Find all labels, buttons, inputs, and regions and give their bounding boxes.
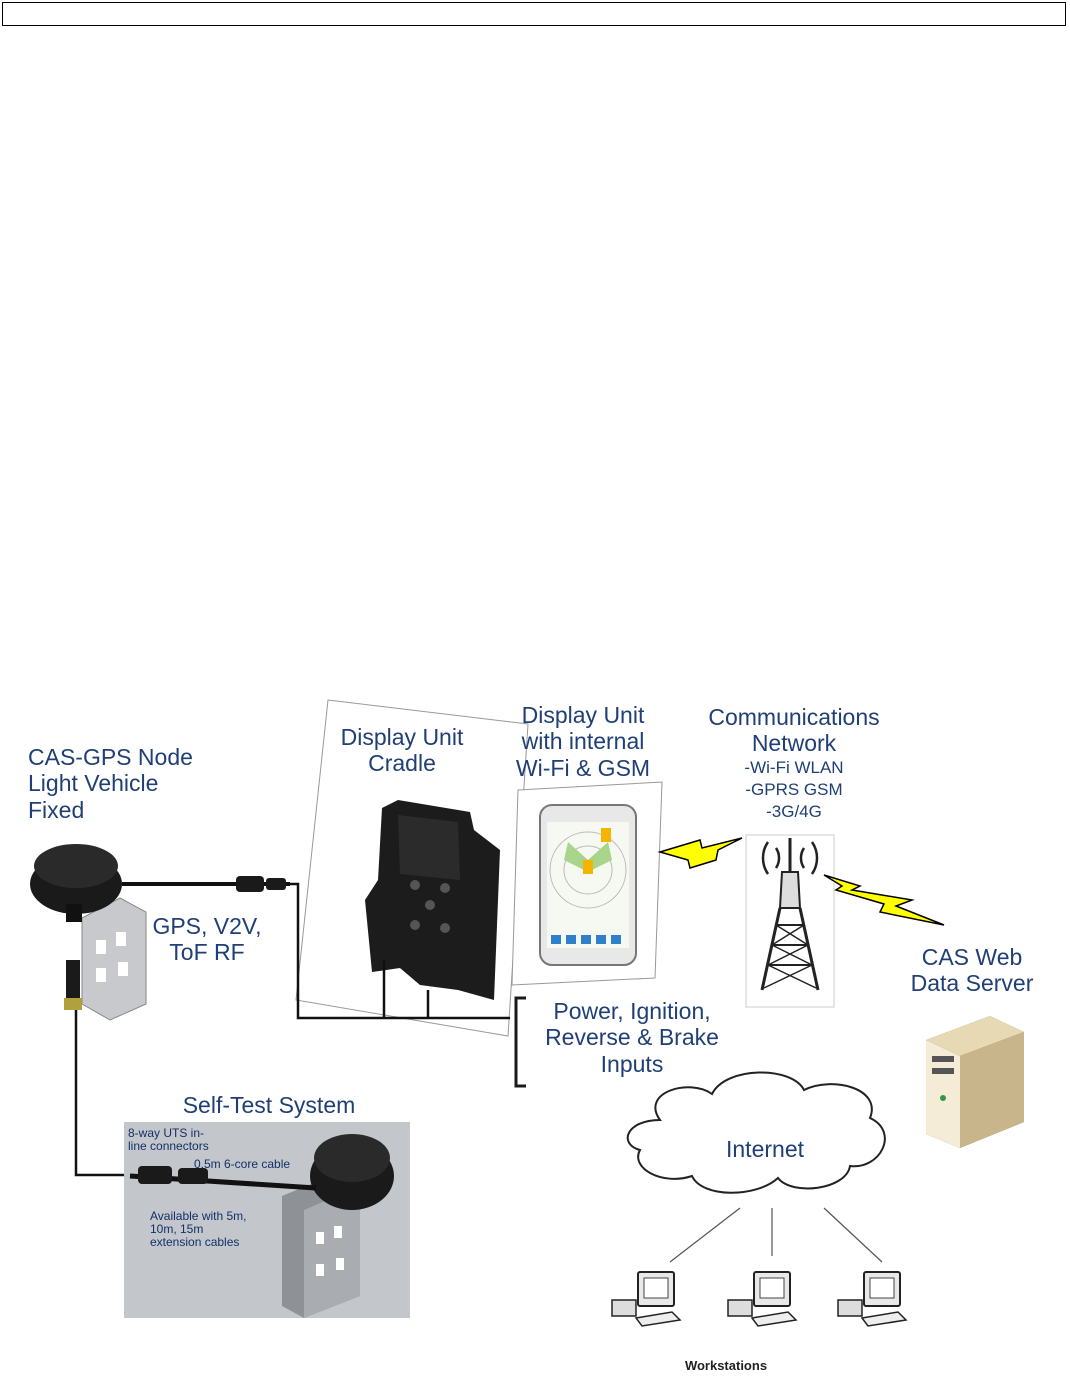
page-header-box xyxy=(2,2,1066,26)
display-unit-label: Display Unit with internal Wi-Fi & GSM xyxy=(504,702,662,781)
node-cable xyxy=(122,876,290,892)
node-signals-label: GPS, V2V, ToF RF xyxy=(146,913,268,966)
display-unit-line2: with internal xyxy=(521,728,645,755)
network-label: Communications Network -Wi-Fi WLAN -GPRS… xyxy=(690,704,898,823)
inputs-line1: Power, Ignition, xyxy=(553,998,711,1024)
cradle-label: Display Unit Cradle xyxy=(328,724,476,777)
connectors-note: 8-way UTS in- line connectors xyxy=(128,1126,209,1154)
node-title-line1: CAS-GPS Node xyxy=(28,744,193,770)
cas-gps-node-icon xyxy=(30,844,147,1021)
inputs-label: Power, Ignition, Reverse & Brake Inputs xyxy=(528,998,736,1077)
self-test-panel xyxy=(124,1122,410,1318)
internet-label: Internet xyxy=(726,1136,804,1162)
server-label-line2: Data Server xyxy=(910,970,1034,997)
smartphone-icon xyxy=(539,804,637,966)
node-title-line2: Light Vehicle xyxy=(28,770,159,797)
extension-note-line1: Available with 5m, xyxy=(150,1209,247,1223)
inputs-line3: Inputs xyxy=(600,1050,664,1077)
network-item-gprs: -GPRS GSM xyxy=(745,779,843,799)
cable-note: 0.5m 6-core cable xyxy=(194,1157,291,1171)
display-unit-line1: Display Unit xyxy=(521,702,645,728)
network-line2: Network xyxy=(751,730,837,757)
node-label: CAS-GPS Node Light Vehicle Fixed xyxy=(28,744,193,823)
node-title-line3: Fixed xyxy=(28,796,85,823)
display-unit-line3: Wi-Fi & GSM xyxy=(515,754,651,781)
inputs-bracket xyxy=(514,996,526,1088)
wiring-harness xyxy=(74,882,510,1177)
lightning-bolt-icon xyxy=(823,874,945,926)
cradle-device-icon xyxy=(365,800,500,1000)
extension-note-line2: 10m, 15m xyxy=(150,1222,204,1237)
connectors-note-line1: 8-way UTS in- xyxy=(128,1126,205,1140)
workstations-label: Workstations xyxy=(684,1358,768,1373)
self-test-title: Self-Test System xyxy=(182,1092,356,1118)
server-label-line1: CAS Web xyxy=(921,944,1023,970)
extension-note: Available with 5m, 10m, 15m extension ca… xyxy=(150,1209,247,1250)
workstation-icon xyxy=(611,1271,682,1327)
workstation-icon xyxy=(837,1271,908,1327)
node-signals-line2: ToF RF xyxy=(169,939,245,966)
network-item-wifi: -Wi-Fi WLAN xyxy=(744,757,844,777)
server-label: CAS Web Data Server xyxy=(900,944,1044,997)
extension-note-line3: extension cables xyxy=(150,1235,240,1250)
network-item-3g4g: -3G/4G xyxy=(766,802,822,822)
cradle-label-line1: Display Unit xyxy=(340,724,464,750)
node-signals-line1: GPS, V2V, xyxy=(152,913,262,939)
server-icon xyxy=(926,1016,1024,1148)
lightning-bolt-icon xyxy=(657,837,743,869)
connectors-note-line2: line connectors xyxy=(128,1139,209,1154)
cell-tower-icon xyxy=(745,834,835,1008)
internet-cloud-icon xyxy=(626,1071,886,1263)
cradle-label-line2: Cradle xyxy=(368,750,436,777)
inputs-line2: Reverse & Brake xyxy=(545,1024,719,1051)
workstation-icon xyxy=(727,1271,798,1327)
network-line1: Communications xyxy=(708,704,880,730)
